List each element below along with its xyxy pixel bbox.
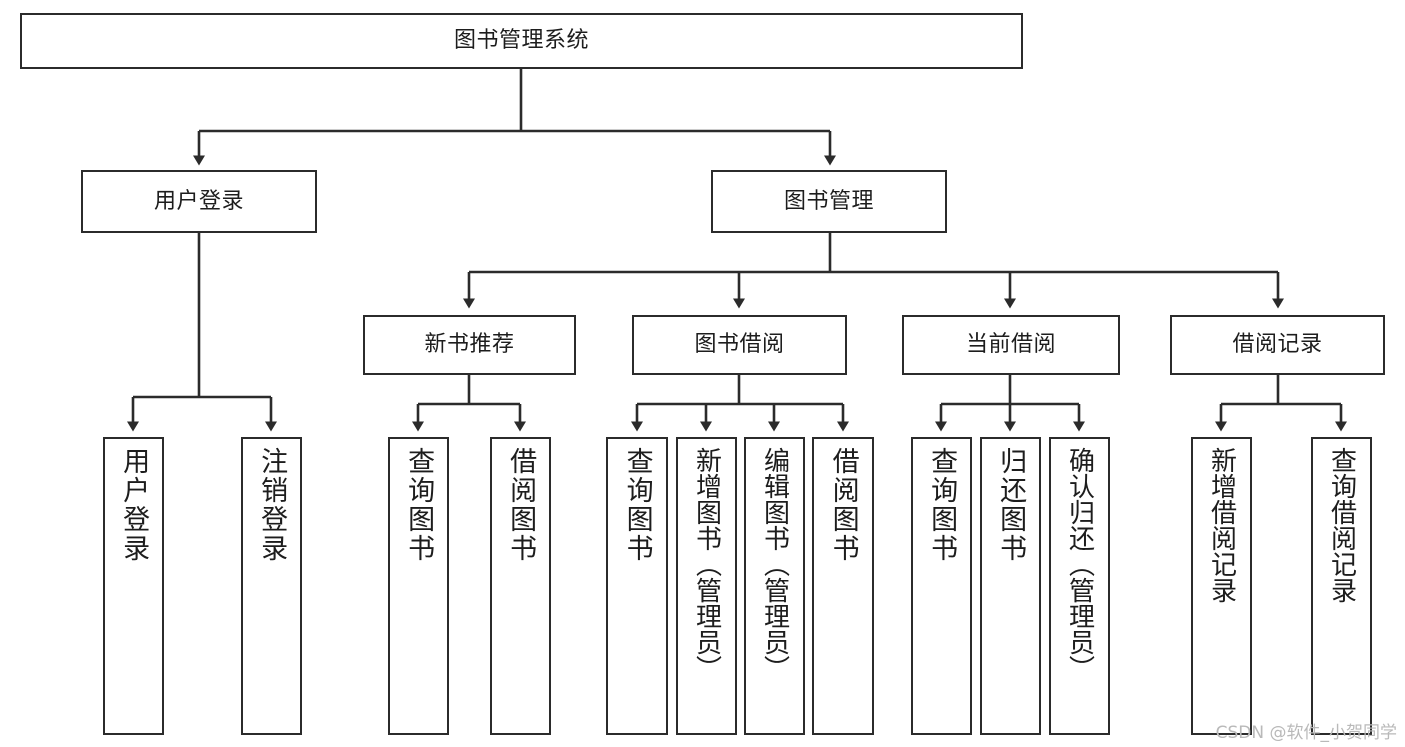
node-label: 注销登录 <box>256 447 288 563</box>
leaf-current-borrow-search[interactable]: 查询图书 <box>911 437 972 735</box>
node-label: 确认归还（管理员） <box>1064 447 1095 681</box>
node-book-borrow[interactable]: 图书借阅 <box>632 315 847 375</box>
node-root-system[interactable]: 图书管理系统 <box>20 13 1023 69</box>
node-label: 用户登录 <box>118 447 150 563</box>
node-label: 图书借阅 <box>694 332 785 358</box>
node-borrow-record[interactable]: 借阅记录 <box>1170 315 1385 375</box>
node-label: 新增图书（管理员） <box>691 447 722 681</box>
leaf-current-borrow-return[interactable]: 归还图书 <box>980 437 1041 735</box>
leaf-borrow-record-add[interactable]: 新增借阅记录 <box>1191 437 1252 735</box>
leaf-user-login-signin[interactable]: 用户登录 <box>103 437 164 735</box>
leaf-user-login-signout[interactable]: 注销登录 <box>241 437 302 735</box>
node-label: 当前借阅 <box>965 332 1056 358</box>
node-label: 新书推荐 <box>424 332 515 358</box>
leaf-book-borrow-search[interactable]: 查询图书 <box>606 437 668 735</box>
node-label: 借阅图书 <box>827 447 859 563</box>
node-book-management[interactable]: 图书管理 <box>711 170 947 233</box>
leaf-current-borrow-confirm-return[interactable]: 确认归还（管理员） <box>1049 437 1110 735</box>
leaf-new-book-search[interactable]: 查询图书 <box>388 437 449 735</box>
node-label: 新增借阅记录 <box>1206 447 1237 603</box>
leaf-book-borrow-edit[interactable]: 编辑图书（管理员） <box>744 437 805 735</box>
leaf-book-borrow-add[interactable]: 新增图书（管理员） <box>676 437 737 735</box>
csdn-watermark: CSDN @软件_小贺同学 <box>1215 723 1397 743</box>
node-label: 查询借阅记录 <box>1326 447 1357 603</box>
node-user-login[interactable]: 用户登录 <box>81 170 317 233</box>
node-current-borrow[interactable]: 当前借阅 <box>902 315 1120 375</box>
node-label: 查询图书 <box>403 447 435 563</box>
node-label: 图书管理 <box>783 188 874 214</box>
node-label: 借阅记录 <box>1232 332 1323 358</box>
node-label: 查询图书 <box>621 447 653 563</box>
node-label: 编辑图书（管理员） <box>759 447 790 681</box>
node-label: 用户登录 <box>153 188 244 214</box>
node-label: 借阅图书 <box>505 447 537 563</box>
node-label: 查询图书 <box>926 447 958 563</box>
node-new-book-recommend[interactable]: 新书推荐 <box>363 315 576 375</box>
leaf-new-book-borrow[interactable]: 借阅图书 <box>490 437 551 735</box>
node-label: 归还图书 <box>995 447 1027 563</box>
leaf-borrow-record-search[interactable]: 查询借阅记录 <box>1311 437 1372 735</box>
node-label: 图书管理系统 <box>453 28 589 54</box>
leaf-book-borrow-lend[interactable]: 借阅图书 <box>812 437 874 735</box>
